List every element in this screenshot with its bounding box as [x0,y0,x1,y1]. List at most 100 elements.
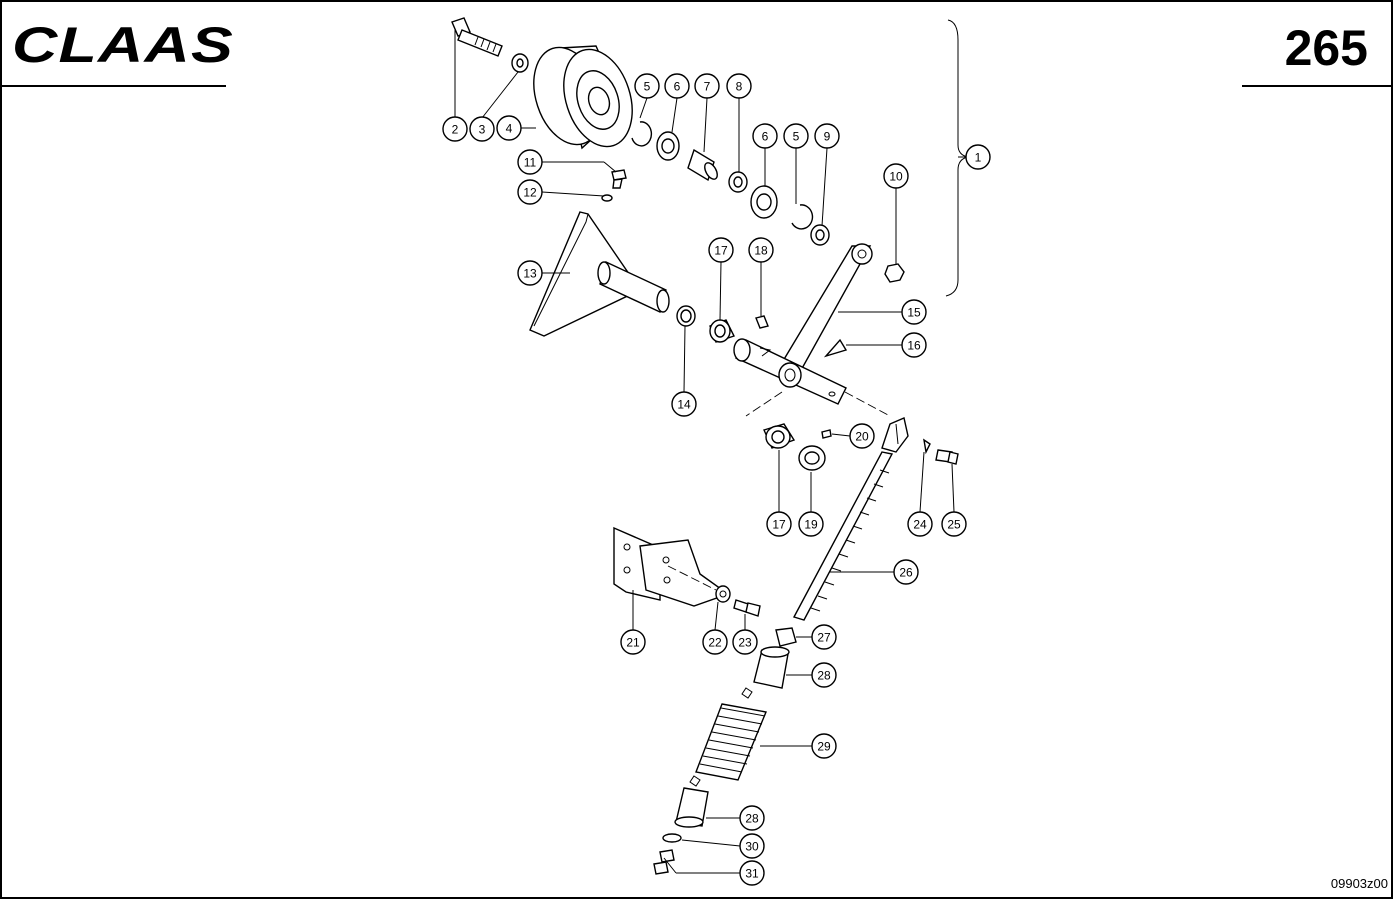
nut-part-31 [653,849,675,875]
callout-8: 8 [726,73,752,99]
callout-14: 14 [671,391,697,417]
callout-27-label: 27 [817,631,831,645]
callout-31: 31 [739,860,765,886]
callout-26: 26 [893,559,919,585]
callout-3: 3 [469,116,495,142]
callout-8-label: 8 [736,80,743,94]
screw-part-23 [733,599,761,617]
ring-part-8 [728,171,748,193]
callout-28-second: 28 [739,805,765,831]
roller-part-4 [533,45,633,150]
bearing-part-19 [798,445,826,471]
exploded-parts-drawing [451,17,969,875]
page-number: 265 [1285,20,1368,76]
callout-13-label: 13 [523,267,537,281]
callout-5-second: 5 [783,123,809,149]
callout-12-label: 12 [523,186,537,200]
callout-7-label: 7 [704,80,711,94]
sleeve-part-7 [687,148,718,182]
callout-19: 19 [798,511,824,537]
bushing-part-17 [709,319,735,343]
nut-part-10 [884,263,905,283]
callout-1-label: 1 [975,151,982,165]
callout-5: 5 [634,73,660,99]
threaded-rod-part-26 [792,451,894,621]
centerline-a [844,391,891,417]
callout-9: 9 [814,123,840,149]
centerline-b [745,391,783,417]
callout-29-label: 29 [817,740,831,754]
callout-6-second-label: 6 [762,130,769,144]
callout-17-second-label: 17 [772,518,786,532]
callout-18-label: 18 [754,244,768,258]
callout-10: 10 [883,163,909,189]
callout-2: 2 [442,116,468,142]
callout-29: 29 [811,733,837,759]
pin-part-25 [935,449,959,465]
bearing-part-6 [656,131,680,161]
callout-17-label: 17 [714,244,728,258]
callout-19-label: 19 [804,518,818,532]
callout-1: 1 [965,144,991,170]
callout-21: 21 [620,629,646,655]
callout-21-label: 21 [626,636,640,650]
callout-15-label: 15 [907,306,921,320]
callout-13: 13 [517,260,543,286]
circlip-part-5-second [791,204,814,230]
callout-20-label: 20 [855,430,869,444]
screw-part-11 [611,169,627,189]
marker-part-16 [823,338,848,358]
circlip-part-5 [631,121,653,147]
callout-10-label: 10 [889,170,903,184]
pivot-shaft [733,338,847,405]
callout-6-second: 6 [752,123,778,149]
callout-bubbles: 1 2 3 4 5 6 7 8 6 5 9 10 11 12 13 14 15 … [442,73,991,886]
callout-7: 7 [694,73,720,99]
callout-28-second-label: 28 [745,812,759,826]
callout-25: 25 [941,511,967,537]
callout-5-second-label: 5 [793,130,800,144]
callout-30: 30 [739,833,765,859]
callout-17-second: 17 [766,511,792,537]
callout-24: 24 [907,511,933,537]
callout-28-label: 28 [817,669,831,683]
brand-logo: CLAAS [12,17,234,73]
pin-part-20 [821,429,832,439]
callout-23: 23 [732,629,758,655]
callout-16: 16 [901,332,927,358]
callout-22-label: 22 [708,636,722,650]
callout-27: 27 [811,624,837,650]
centerline-c [667,565,717,591]
leader-lines [454,30,966,874]
split-pin-part-24 [923,438,931,455]
grease-nipple-part-18 [755,315,769,329]
callout-28: 28 [811,662,837,688]
callout-17: 17 [708,237,734,263]
bolt-part-2 [451,17,503,57]
callout-22: 22 [702,629,728,655]
callout-14-label: 14 [677,398,691,412]
callout-11: 11 [517,149,543,175]
callout-9-label: 9 [824,130,831,144]
guide-part-28 [741,646,790,699]
washer-part-9 [810,224,830,246]
bracket-part-13 [529,211,670,337]
callout-18: 18 [748,237,774,263]
callout-30-label: 30 [745,840,759,854]
callout-6-label: 6 [674,80,681,94]
fork-head [881,417,909,453]
callout-3-label: 3 [479,123,486,137]
callout-6: 6 [664,73,690,99]
washer-part-22 [715,585,731,603]
bearing-part-6-second [750,185,778,219]
callout-23-label: 23 [738,636,752,650]
washer-part-3 [511,53,529,73]
callout-11-label: 11 [524,156,537,170]
callout-2-label: 2 [452,123,459,137]
callout-20: 20 [849,423,875,449]
callout-31-label: 31 [745,867,759,881]
washer-part-12 [601,194,613,202]
callout-4: 4 [496,115,522,141]
